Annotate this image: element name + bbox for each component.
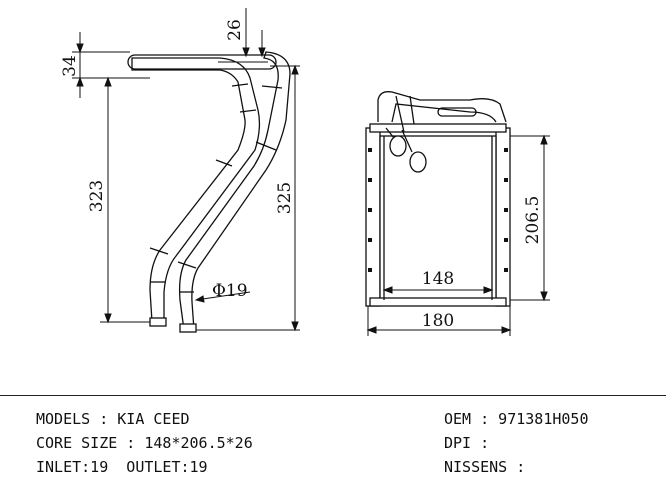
spec-dpi: DPI : [444, 434, 490, 452]
spec-core-size: CORE SIZE : 148*206.5*26 [36, 434, 253, 452]
spec-nissens: NISSENS : [444, 458, 526, 476]
core [379, 135, 497, 301]
heater-core-technical-drawing: 26 34 323 325 Φ19 [60, 8, 550, 336]
front-pipe-2 [391, 103, 497, 123]
pipe-end-right [179, 323, 197, 333]
pipe-end-left [149, 317, 167, 327]
dim-325: 325 [275, 182, 295, 214]
side-dimension-lines [72, 8, 300, 332]
side-view [127, 51, 291, 333]
right-tank [495, 127, 511, 307]
inlet-stub [389, 135, 407, 157]
dim-148: 148 [422, 269, 454, 289]
dim-323: 323 [87, 180, 107, 212]
top-plate [369, 123, 507, 133]
spec-oem: OEM : 971381H050 [444, 410, 589, 428]
front-pipe-1 [377, 91, 507, 123]
spec-models: MODELS : KIA CEED [36, 410, 190, 428]
dim-206-5: 206.5 [523, 196, 543, 245]
bottom-plate [369, 297, 507, 307]
front-view [365, 91, 511, 307]
dim-180: 180 [422, 311, 454, 331]
outlet-stub [409, 151, 427, 173]
front-dimension-lines [366, 134, 550, 336]
spec-inlet-outlet: INLET:19 OUTLET:19 [36, 458, 208, 476]
left-tank [365, 127, 381, 307]
tank-tabs [368, 148, 508, 272]
dim-phi19: Φ19 [212, 281, 248, 301]
front-pipe-band [437, 107, 477, 117]
dim-34: 34 [60, 55, 80, 77]
dim-26: 26 [225, 19, 245, 41]
section-divider [0, 395, 666, 396]
